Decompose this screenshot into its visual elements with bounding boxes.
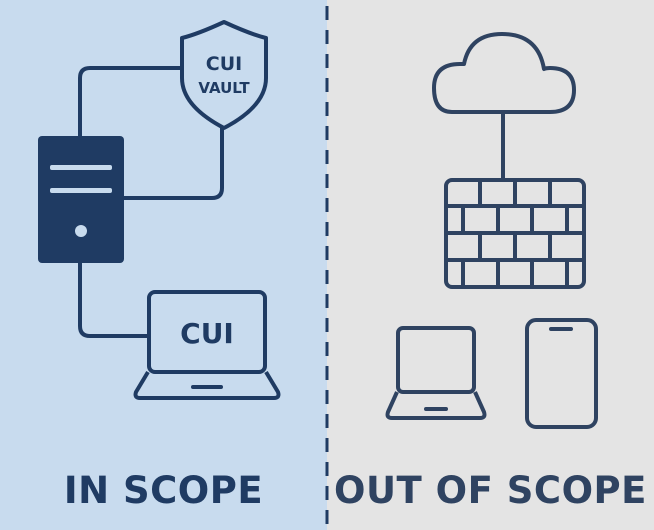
vault-subtitle: VAULT (198, 79, 250, 97)
server-to-vault-line-2 (124, 124, 224, 200)
out-of-scope-label: OUT OF SCOPE (334, 469, 647, 512)
smartphone-icon (525, 318, 598, 429)
server-to-laptop-line (78, 262, 149, 338)
out-of-scope-panel (327, 0, 654, 530)
in-scope-panel (0, 0, 327, 530)
firewall-icon (444, 178, 586, 289)
server-to-vault-line (78, 66, 182, 138)
server-icon (38, 136, 124, 263)
network-connections (78, 66, 224, 338)
laptop-icon: CUI (133, 290, 281, 400)
in-scope-label: IN SCOPE (63, 469, 264, 512)
laptop-icon (385, 326, 487, 420)
laptop-label: CUI (180, 317, 234, 350)
vault-title: CUI (206, 53, 242, 75)
cloud-icon (432, 32, 576, 114)
shield-icon: CUI VAULT (180, 20, 268, 130)
